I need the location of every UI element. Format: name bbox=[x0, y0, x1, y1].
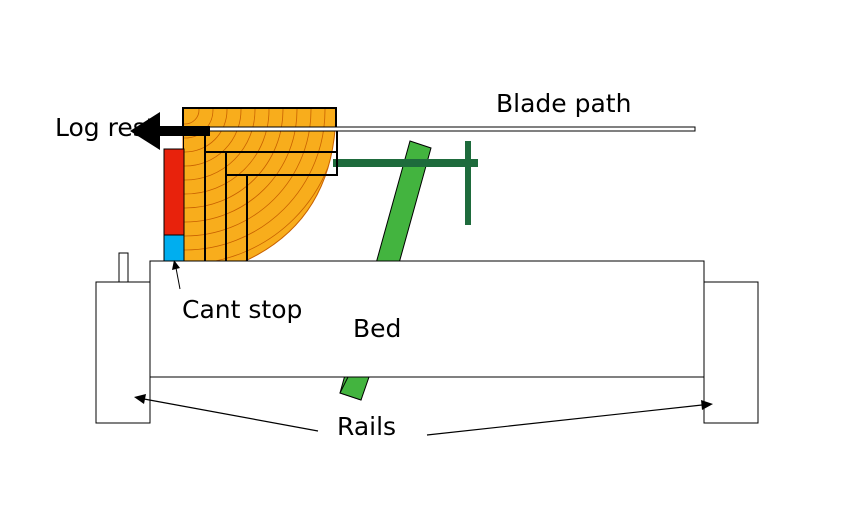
cant-stop-block bbox=[163, 234, 185, 262]
cant-outline-5 bbox=[226, 152, 338, 176]
log-growth-rings bbox=[183, 108, 336, 262]
right-rail bbox=[703, 281, 759, 424]
rails-pointer-right-head bbox=[701, 400, 713, 410]
rails-pointer-right-line bbox=[426, 404, 703, 436]
clamp-bar bbox=[333, 159, 478, 167]
rails-pointer-left-line bbox=[143, 398, 319, 432]
rails-label: Rails bbox=[337, 412, 396, 441]
rails-pointer-left-head bbox=[134, 394, 146, 404]
clamp-post bbox=[465, 141, 471, 225]
log-rest-arrow bbox=[130, 112, 210, 150]
log-cross-section bbox=[182, 107, 338, 263]
rail-post bbox=[118, 252, 129, 283]
bed-label: Bed bbox=[353, 314, 401, 343]
cant-stop-pointer-head bbox=[172, 260, 180, 270]
green-tilt-arm-lower bbox=[339, 376, 370, 401]
cant-stop-label: Cant stop bbox=[182, 295, 302, 324]
blade-path-line bbox=[149, 126, 696, 132]
log-rest-block bbox=[163, 148, 185, 236]
log-rest-label: Log rest bbox=[55, 113, 156, 142]
blade-path-label: Blade path bbox=[496, 89, 631, 118]
bed-block bbox=[149, 260, 705, 378]
cant-stop-pointer-line bbox=[175, 267, 181, 290]
